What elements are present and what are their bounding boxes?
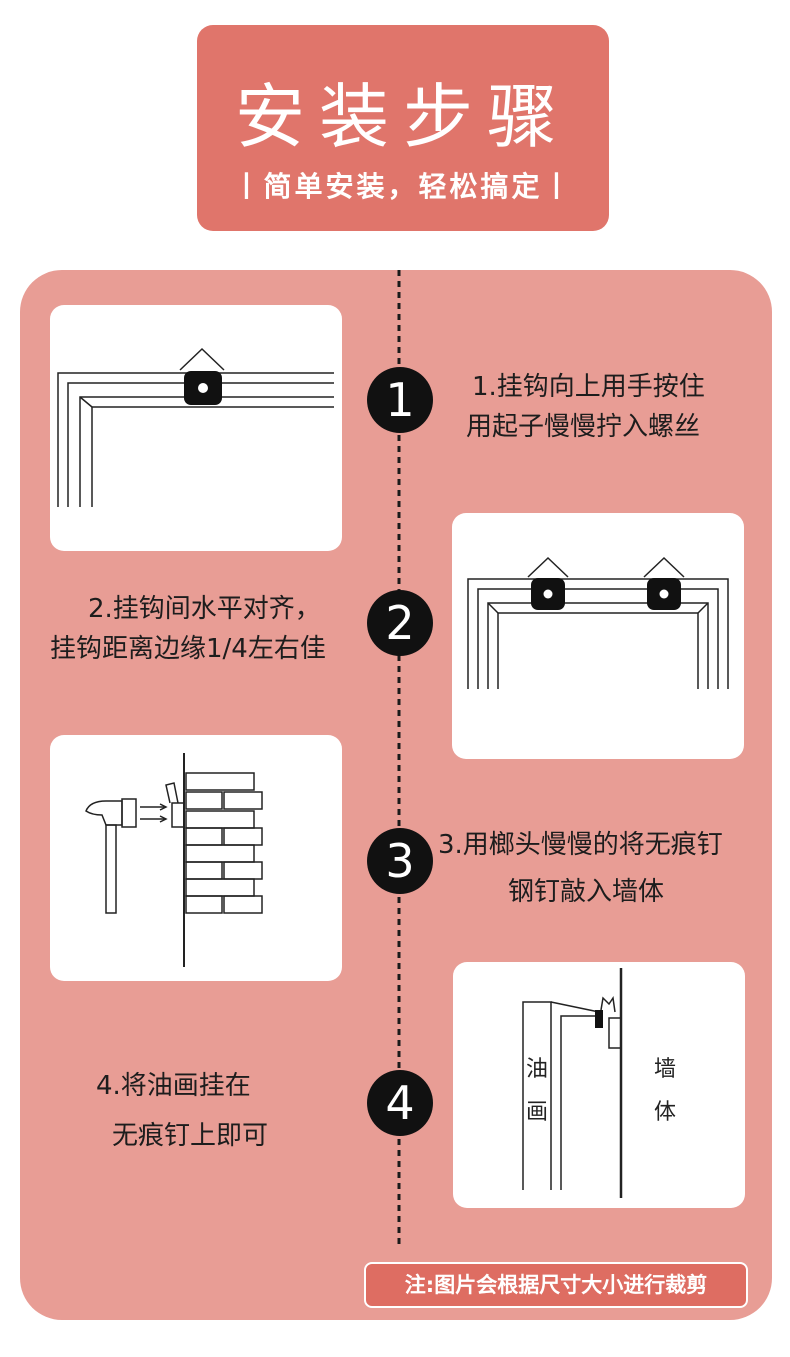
page-subtitle: 丨简单安装，轻松搞定丨 [232, 170, 574, 203]
hammer-brick-wall-diagram [85, 753, 263, 967]
step2-text-line1: 2.挂钩间水平对齐， [88, 594, 321, 624]
step2-illustration [452, 513, 744, 759]
step4-illustration: 油 画 墙 体 [453, 962, 745, 1208]
painting-label-char1: 油 [526, 1057, 549, 1082]
frame-corner-hook-diagram [57, 347, 334, 507]
step4-text-line2: 无痕钉上即可 [112, 1121, 269, 1151]
wall-label-char2: 体 [654, 1100, 677, 1125]
step-number-1: 1 [367, 367, 433, 433]
step1-illustration [50, 305, 342, 551]
crop-note-badge: 注:图片会根据尺寸大小进行裁剪 [364, 1262, 748, 1308]
step4-text-line1: 4.将油画挂在 [96, 1071, 251, 1101]
frame-two-hooks-diagram [467, 556, 729, 689]
painting-on-wall-diagram [522, 968, 623, 1198]
header-banner: 安装步骤 丨简单安装，轻松搞定丨 [197, 25, 609, 231]
hook-icon [595, 1010, 603, 1028]
step-number-3: 3 [367, 828, 433, 894]
step3-text-line1: 3.用榔头慢慢的将无痕钉 [438, 830, 723, 860]
wall-label-char1: 墙 [654, 1057, 677, 1082]
page-title: 安装步骤 [235, 76, 571, 158]
painting-label-char2: 画 [526, 1100, 549, 1125]
step1-text-line1: 1.挂钩向上用手按住 [472, 372, 705, 402]
step3-illustration [50, 735, 342, 981]
step-number-4: 4 [367, 1070, 433, 1136]
step2-text-line2: 挂钩距离边缘1/4左右佳 [50, 634, 326, 664]
step-number-2: 2 [367, 590, 433, 656]
step3-text-line2: 钢钉敲入墙体 [508, 877, 665, 907]
step1-text-line2: 用起子慢慢拧入螺丝 [466, 412, 701, 442]
